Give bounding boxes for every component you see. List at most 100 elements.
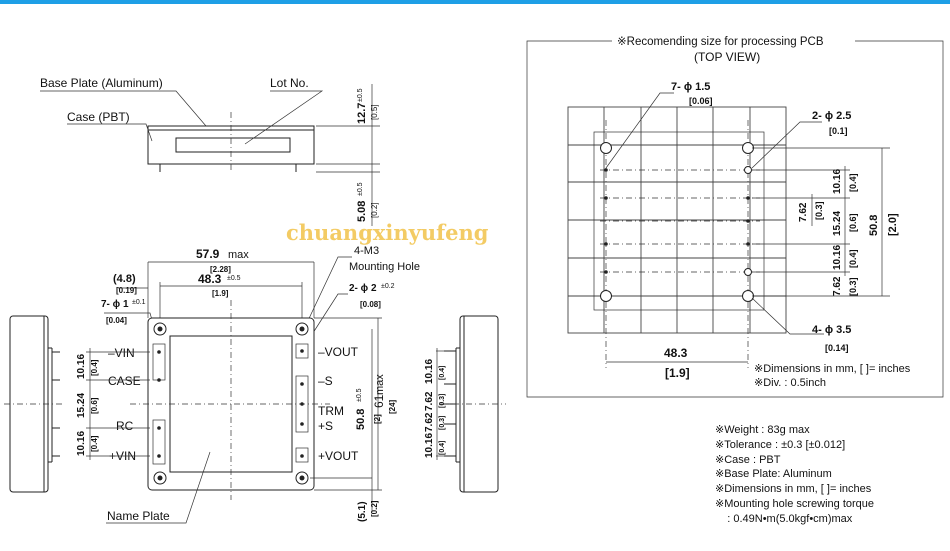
front-view: –VIN CASE RC +VIN –VOUT –S TRM +S +VOUT … (76, 300, 397, 524)
pcb-view-label: (TOP VIEW) (694, 50, 760, 64)
dim-5-1: (5.1) (357, 501, 368, 522)
dim-5-08-tol: ±0.5 (357, 182, 364, 196)
pcb-note-dimensions: ※Dimensions in mm, [ ]= inches (754, 363, 911, 375)
dim-61-max: max (374, 374, 386, 395)
note-torque-value: : 0.49N•m(5.0kgf•cm)max (715, 512, 853, 525)
dim-left-15-24: 15.24 (76, 393, 87, 418)
lot-no-label: Lot No. (270, 76, 309, 90)
dim-57-9: 57.9 (196, 247, 220, 261)
dim-right-0-4-a: [0.4] (439, 366, 446, 380)
note-base-plate: ※Base Plate: Aluminum (715, 468, 832, 481)
pcb-dim-1-9: [1.9] (665, 366, 690, 380)
pin-label-pos-s: +S (318, 419, 333, 433)
dim-12-7-in: [0.5] (370, 104, 379, 120)
dim-50-8-in: [2] (373, 414, 382, 424)
pin-hole-note: 7- ϕ 1 (101, 299, 129, 310)
dim-48-3-in: [1.9] (212, 289, 229, 298)
pcb-dim-0-3-a: [0.3] (814, 201, 824, 220)
dim-4-8-in: [0.19] (116, 286, 137, 295)
pcb-dim-50-8: 50.8 (868, 215, 880, 236)
pin-label-neg-s: –S (318, 374, 333, 388)
left-profile-body (9, 315, 49, 493)
pcb-dim-10-16-a: 10.16 (832, 169, 843, 194)
pcb-hole2-note: 2- ϕ 2.5 (812, 110, 851, 122)
pcb-hole7-in: [0.06] (689, 96, 713, 106)
dim-5-08: 5.08 (356, 201, 368, 222)
dim-right-0-3-a: [0.3] (439, 394, 446, 408)
dim-right-0-4-b: [0.4] (439, 441, 446, 455)
spec-notes: ※Weight : 83g max ※Tolerance : ±0.3 [±0.… (715, 423, 874, 527)
lot-label-window (175, 137, 291, 153)
left-side-profile (4, 315, 62, 493)
pcb-hole4-note: 4- ϕ 3.5 (812, 324, 851, 336)
dim-57-9-in: [2.28] (210, 265, 231, 274)
pcb-mount-hole-br (742, 290, 754, 302)
note-weight: ※Weight : 83g max (715, 424, 810, 436)
dim-right-10-16-b: 10.16 (424, 433, 435, 458)
dim-50-8: 50.8 (355, 409, 367, 430)
base-plate-label: Base Plate (Aluminum) (40, 76, 163, 90)
dim-right-7-62-b: 7.62 (424, 412, 435, 432)
side-hole-in: [0.08] (360, 300, 381, 309)
pcb-mount-hole-tl (600, 142, 612, 154)
note-dimensions: ※Dimensions in mm, [ ]= inches (715, 483, 872, 496)
mounting-hole-label: Mounting Hole (349, 261, 420, 273)
dim-right-0-3-b: [0.3] (439, 416, 446, 430)
side-hole-note: 2- ϕ 2 (349, 283, 377, 294)
dim-57-9-max: max (228, 249, 249, 261)
pcb-hole-medium-b (744, 268, 752, 276)
dim-right-10-16-a: 10.16 (424, 359, 435, 384)
pin-label-neg-vin: –VIN (108, 346, 135, 360)
dim-48-3: 48.3 (198, 272, 222, 286)
dim-12-7-tol: ±0.5 (357, 88, 364, 102)
name-plate-label: Name Plate (107, 509, 170, 523)
pcb-dim-0-3-b: [0.3] (848, 277, 858, 296)
pcb-dim-0-6: [0.6] (848, 213, 858, 232)
note-torque: ※Mounting hole screwing torque (715, 497, 875, 510)
dim-61-in: [24] (388, 399, 397, 414)
pcb-note-div: ※Div. : 0.5inch (754, 377, 826, 389)
pcb-hole4-in: [0.14] (825, 343, 849, 353)
pin-hole-in: [0.04] (106, 316, 127, 325)
pcb-dim-48-3: 48.3 (664, 346, 688, 360)
watermark: chuangxinyufeng (286, 220, 489, 245)
case-label: Case (PBT) (67, 110, 130, 124)
dim-61: 61 (372, 394, 386, 408)
dim-12-7: 12.7 (356, 103, 368, 124)
mounting-m3-label: 4-M3 (354, 245, 379, 257)
dim-left-0-4-b: [0.4] (90, 435, 99, 452)
pin-hole-tol: ±0.1 (132, 299, 146, 306)
pcb-hole2-in: [0.1] (829, 126, 848, 136)
note-case: ※Case : PBT (715, 453, 781, 466)
pin-label-rc: RC (116, 419, 134, 433)
pcb-module-outline (593, 131, 765, 311)
note-tolerance: ※Tolerance : ±0.3 [±0.012] (715, 438, 846, 451)
pcb-dim-0-4-a: [0.4] (848, 173, 858, 192)
pcb-dim-10-16-b: 10.16 (832, 245, 843, 270)
side-view: Base Plate (Aluminum) Lot No. Case (PBT)… (40, 76, 380, 226)
dim-right-7-62-a: 7.62 (424, 391, 435, 411)
dim-left-10-16-a: 10.16 (76, 354, 87, 379)
pcb-recommendation-panel: ※Recomending size for processing PCB (TO… (526, 36, 944, 398)
pcb-hole-medium-a (744, 166, 752, 174)
pcb-dim-7-62-b: 7.62 (832, 276, 843, 296)
side-hole-tol: ±0.2 (381, 283, 395, 290)
dim-left-0-6: [0.6] (90, 397, 99, 414)
dim-left-0-4-a: [0.4] (90, 359, 99, 376)
pin-label-pos-vout: +VOUT (318, 449, 359, 463)
dim-left-10-16-b: 10.16 (76, 431, 87, 456)
pcb-mount-hole-tr (742, 142, 754, 154)
pcb-title: ※Recomending size for processing PCB (617, 36, 824, 48)
dim-5-08-in: [0.2] (370, 202, 379, 218)
pcb-mount-hole-bl (600, 290, 612, 302)
dim-5-1-in: [0.2] (370, 500, 379, 517)
pcb-dim-2-0: [2.0] (887, 213, 899, 236)
pcb-dim-15-24: 15.24 (832, 211, 843, 236)
pin-label-trm: TRM (318, 404, 344, 418)
right-side-profile: 10.16 [0.4] 7.62 [0.3] 7.62 [0.3] 10.16 … (424, 315, 506, 493)
pcb-dim-0-4-b: [0.4] (848, 249, 858, 268)
pin-label-case: CASE (108, 374, 141, 388)
header-accent-bar (0, 0, 950, 4)
dim-4-8: (4.8) (113, 273, 136, 285)
